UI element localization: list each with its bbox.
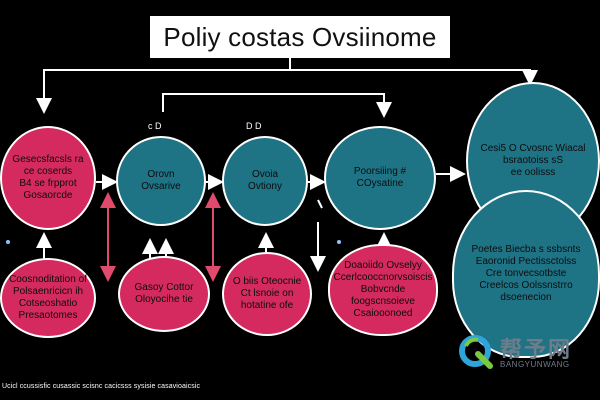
diag-arrow <box>317 199 323 209</box>
footer-caption: Ucicl ccussisfic cusassic scisnc cacicss… <box>2 383 201 390</box>
node-big-teal-lower: Poetes Biecba s ssbsnts Eaoronid Pectiss… <box>452 190 600 358</box>
node-teal-3: Poorsiiing # COysatine <box>324 126 436 230</box>
watermark-main-text: 帮予网 <box>500 338 573 363</box>
accent-dot-1 <box>6 240 10 244</box>
node-bottom-4: Doaoiido Ovselyy Ccerlcooccnorvsoiscis B… <box>328 244 438 336</box>
inner-bracket-line <box>162 93 392 118</box>
node-bottom-left: Coosnoditation of Polsaenricicn ih Cotse… <box>0 258 96 338</box>
title-connector-line <box>36 55 291 114</box>
node-bottom-3: O biis Oteocnie Ct lsnoie on hotatine of… <box>222 252 312 336</box>
watermark-q-icon <box>459 335 493 369</box>
watermark-sub-text: BANGYUNWANG <box>500 360 570 369</box>
node-bottom-2: Gasoy Cottor Oloyocihe tie <box>118 256 210 332</box>
diagram-title: Poliy costas Ovsiinome <box>150 16 450 58</box>
watermark: 帮予网 BANGYUNWANG <box>452 330 600 376</box>
top-small-label-1: c D <box>148 121 162 131</box>
node-teal-1: Orovn Ovsarive <box>116 136 206 226</box>
accent-dot-2 <box>337 240 341 244</box>
title-connector-right <box>290 69 538 86</box>
node-teal-2: Ovoia Ovtiony <box>222 136 308 226</box>
top-small-label-2: D D <box>246 121 262 131</box>
node-top-left: Gesecsfacsls ra ce coserds B4 se frpprot… <box>0 126 96 230</box>
